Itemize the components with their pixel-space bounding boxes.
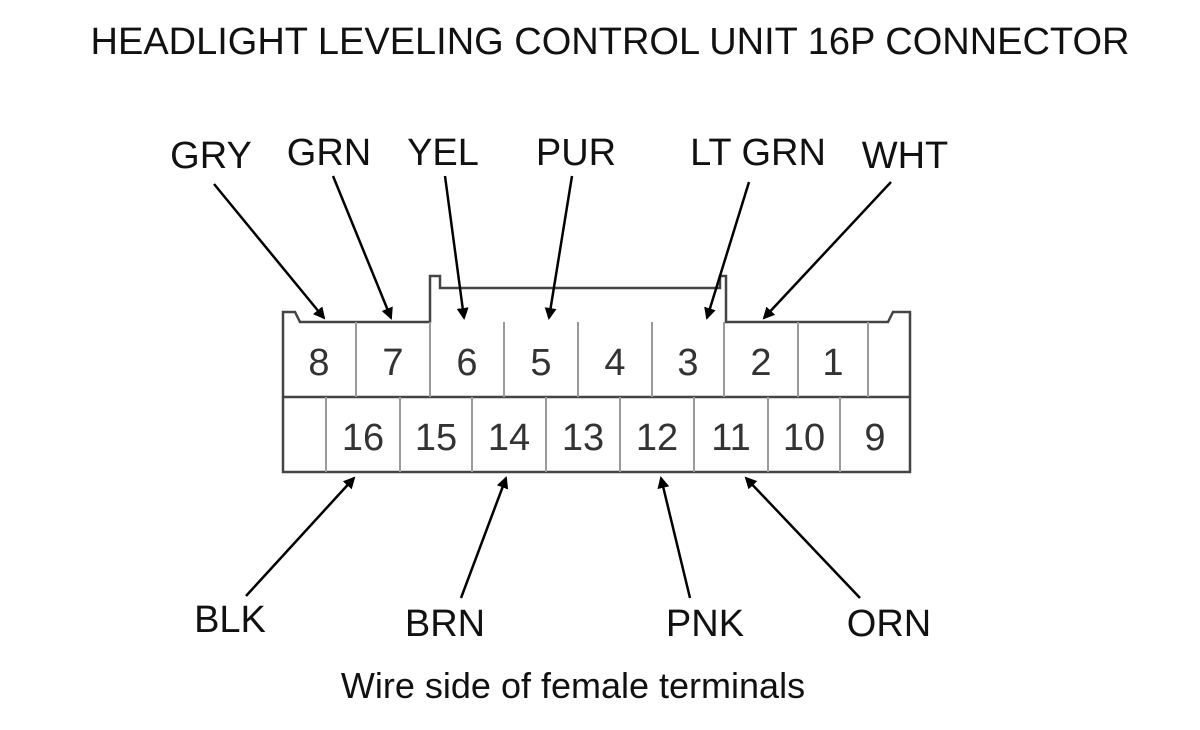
arrow-wht [762, 181, 892, 320]
bottom-row: 16 15 14 13 12 11 10 9 [325, 397, 886, 472]
pin-12-label: 12 [636, 417, 678, 459]
wire-label-wht: WHT [862, 135, 949, 177]
arrow-blk [245, 476, 356, 597]
pin-4-label: 4 [604, 342, 625, 384]
top-row: 8 7 6 5 4 3 2 1 [308, 322, 869, 397]
arrow-gry [213, 183, 326, 320]
wire-label-orn: ORN [847, 603, 931, 645]
housing-outline [281, 274, 912, 474]
pin-8-label: 8 [308, 342, 329, 384]
bottom-wire-arrows [245, 476, 861, 599]
wire-label-lt-grn: LT GRN [690, 132, 826, 174]
wire-label-pnk: PNK [666, 603, 744, 645]
pin-2-label: 2 [750, 342, 771, 384]
connector-housing [281, 274, 912, 474]
arrow-orn [744, 476, 861, 599]
pin-10-label: 10 [783, 417, 825, 459]
wire-label-grn: GRN [287, 132, 371, 174]
arrow-pur [544, 175, 574, 320]
arrow-lt-grn [704, 181, 751, 320]
pin-6-label: 6 [456, 342, 477, 384]
bottom-wire-labels: BLK BRN PNK ORN [194, 599, 931, 645]
pin-16-label: 16 [342, 417, 384, 459]
wire-label-brn: BRN [405, 603, 485, 645]
pin-15-label: 15 [415, 417, 457, 459]
pin-5-label: 5 [530, 342, 551, 384]
arrow-pnk [657, 476, 692, 599]
arrow-grn [331, 175, 393, 320]
pin-14-label: 14 [488, 417, 530, 459]
pin-7-label: 7 [382, 342, 403, 384]
pin-1-label: 1 [822, 342, 843, 384]
diagram-caption: Wire side of female terminals [341, 665, 805, 706]
pin-3-label: 3 [677, 342, 698, 384]
top-wire-arrows [213, 175, 892, 320]
wire-label-gry: GRY [170, 135, 252, 177]
pin-9-label: 9 [864, 417, 885, 459]
wire-label-yel: YEL [407, 132, 479, 174]
pin-13-label: 13 [562, 417, 604, 459]
wire-label-blk: BLK [194, 599, 266, 641]
arrow-yel [443, 175, 469, 320]
diagram-title: HEADLIGHT LEVELING CONTROL UNIT 16P CONN… [91, 21, 1130, 63]
arrow-brn [459, 476, 509, 599]
pin-11-label: 11 [711, 417, 750, 459]
wire-label-pur: PUR [536, 132, 616, 174]
top-wire-labels: GRY GRN YEL PUR LT GRN WHT [170, 132, 948, 177]
